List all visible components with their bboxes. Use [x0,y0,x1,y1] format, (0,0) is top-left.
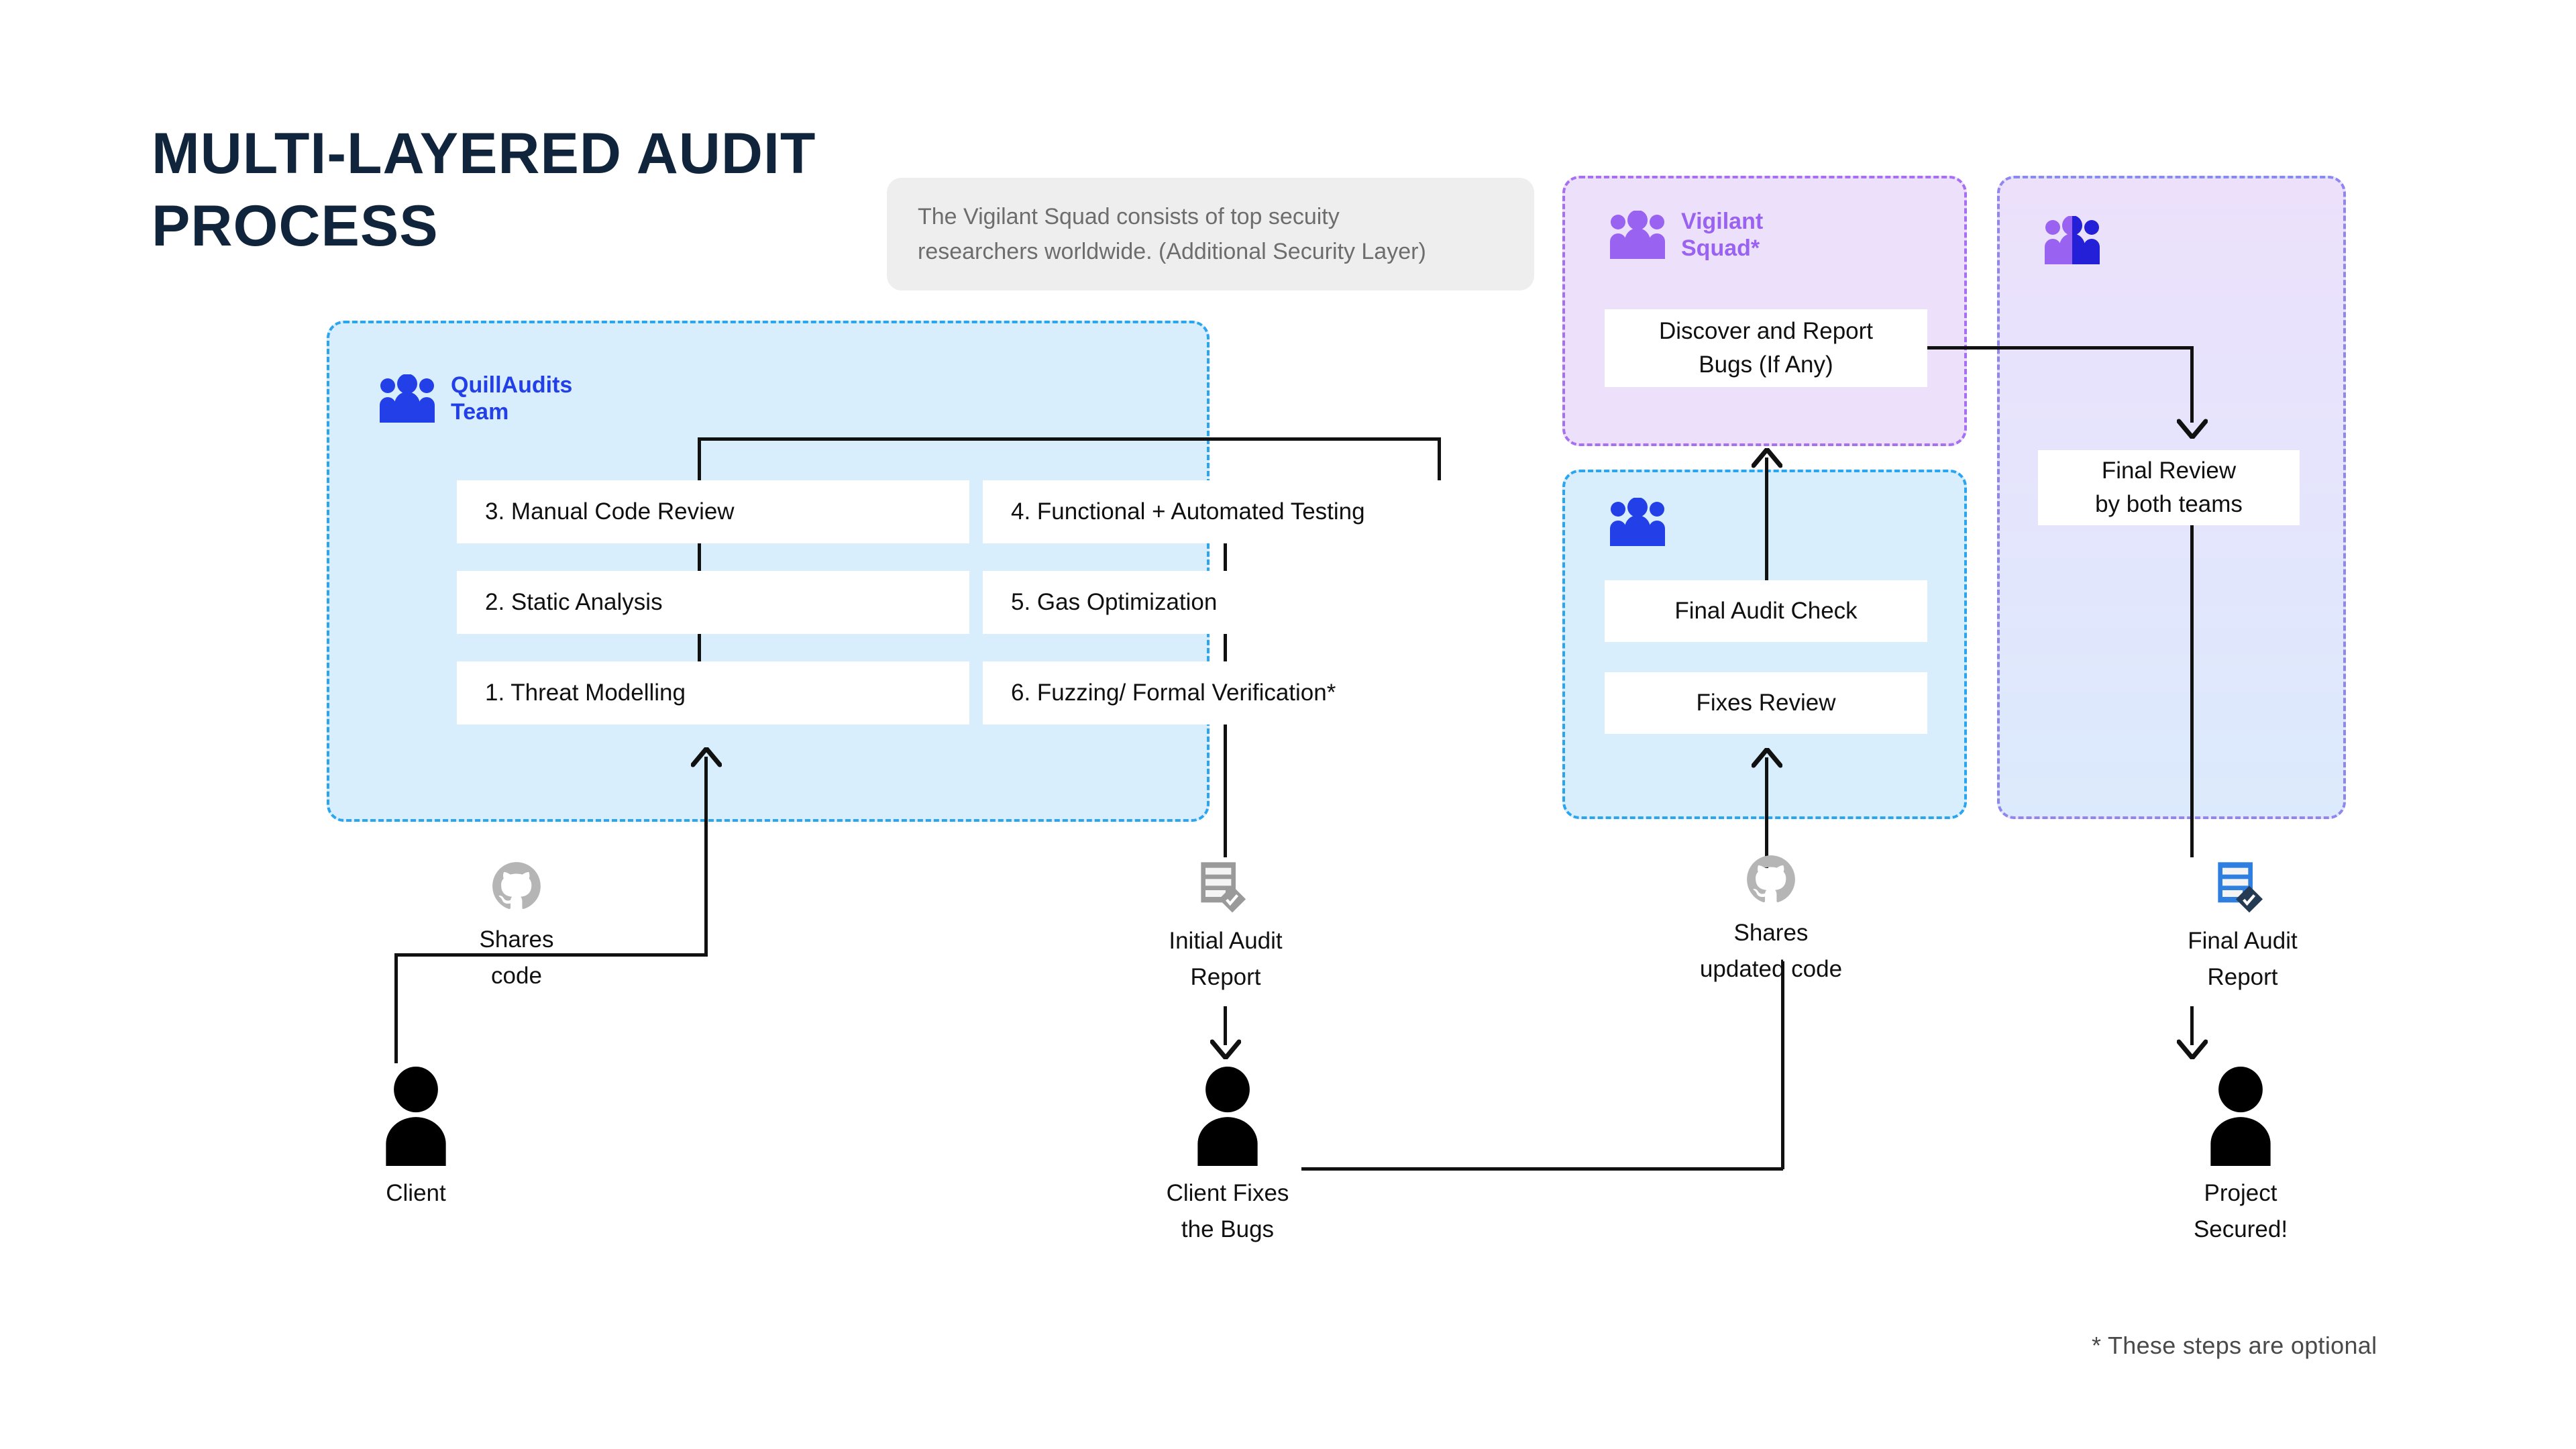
connector-step6-to-report [1224,724,1227,857]
node-caption: Client [386,1180,446,1206]
node-client: Client [302,1067,530,1212]
connector-tick-3-2 [698,543,701,571]
person-icon [1197,1067,1258,1166]
vigilant-squad-header: Vigilant Squad* [1609,208,1763,262]
people-group-icon [1610,211,1665,259]
node-project-secured: Project Secured! [2106,1067,2375,1248]
connector-finalcheck-to-discover [1765,458,1768,582]
vigilant-squad-note-text: The Vigilant Squad consists of top secui… [918,204,1426,264]
arrowhead-down-project-secured [2177,1039,2208,1059]
node-caption: Client Fixes the Bugs [1166,1180,1289,1242]
quillaudits-team-label: QuillAudits Team [451,372,573,425]
node-initial-audit-report: Initial Audit Report [1122,860,1330,996]
person-icon [2210,1067,2271,1166]
node-final-audit-report: Final Audit Report [2132,860,2353,996]
node-shares-updated-code: Shares updated code [1630,853,1912,987]
connector-clientfixes-vertical [1781,961,1784,1169]
node-caption: Final Audit Report [2188,928,2298,990]
connector-report-to-secured [2190,1006,2194,1045]
connector-shares-code-horizontal [396,953,708,957]
vigilant-squad-label: Vigilant Squad* [1681,209,1764,261]
arrowhead-down-client-fixes [1210,1039,1241,1059]
node-caption: Initial Audit Report [1169,928,1283,990]
step-box-manual-code-review[interactable]: 3. Manual Code Review [457,480,969,543]
connector-bridge-top [699,437,1441,441]
connector-finalreview-to-report [2190,525,2194,857]
audit-report-icon [2218,862,2263,913]
connector-discover-vertical [2190,346,2194,423]
connector-tick-4-5 [1224,543,1227,571]
connector-discover-horizontal [1925,346,2192,350]
final-audit-team-header [1609,498,1666,546]
step-box-final-audit-check[interactable]: Final Audit Check [1605,580,1927,642]
vigilant-squad-note: The Vigilant Squad consists of top secui… [887,178,1534,290]
audit-report-icon [1201,862,1246,913]
both-teams-header [2043,216,2101,264]
connector-tick-2-1 [698,634,701,661]
optional-steps-footnote: * These steps are optional [2092,1332,2377,1359]
step-box-fuzzing-formal-verification[interactable]: 6. Fuzzing/ Formal Verification* [983,661,1495,724]
connector-tick-5-6 [1224,634,1227,661]
quillaudits-team-header: QuillAudits Team [378,372,572,425]
step-box-static-analysis[interactable]: 2. Static Analysis [457,571,969,634]
connector-report-to-client-fixes [1224,1006,1227,1045]
step-box-fixes-review[interactable]: Fixes Review [1605,672,1927,734]
arrowhead-up-fixes-review [1752,748,1782,768]
arrowhead-up-threat-modelling [691,747,722,767]
step-box-discover-report-bugs[interactable]: Discover and Report Bugs (If Any) [1605,309,1927,387]
node-caption: Shares code [479,926,554,989]
node-caption: Project Secured! [2193,1180,2288,1242]
step-box-functional-automated-testing[interactable]: 4. Functional + Automated Testing [983,480,1495,543]
github-icon [492,862,541,910]
person-icon [386,1067,446,1166]
people-group-icon [380,374,435,423]
connector-shares-code-vertical [704,757,708,955]
connector-clientfixes-horizontal [1301,1167,1783,1171]
step-box-gas-optimization[interactable]: 5. Gas Optimization [983,571,1495,634]
arrowhead-down-final-review [2177,419,2208,439]
arrowhead-up-discover-bugs [1752,448,1782,468]
connector-updated-code-up [1765,757,1768,868]
step-box-threat-modelling[interactable]: 1. Threat Modelling [457,661,969,724]
connector-client-to-shares [394,953,398,1063]
node-shares-code: Shares code [429,860,604,994]
github-icon [1747,855,1795,903]
people-group-two-tone-icon [2045,216,2100,264]
page-title: MULTI-LAYERED AUDIT PROCESS [152,121,816,258]
connector-bridge-right [1438,437,1441,482]
node-client-fixes-the-bugs: Client Fixes the Bugs [1087,1067,1368,1248]
node-caption: Shares updated code [1699,920,1843,982]
connector-bridge-left [698,437,701,482]
step-box-final-review-both-teams[interactable]: Final Review by both teams [2038,450,2300,525]
people-group-icon [1610,498,1665,546]
